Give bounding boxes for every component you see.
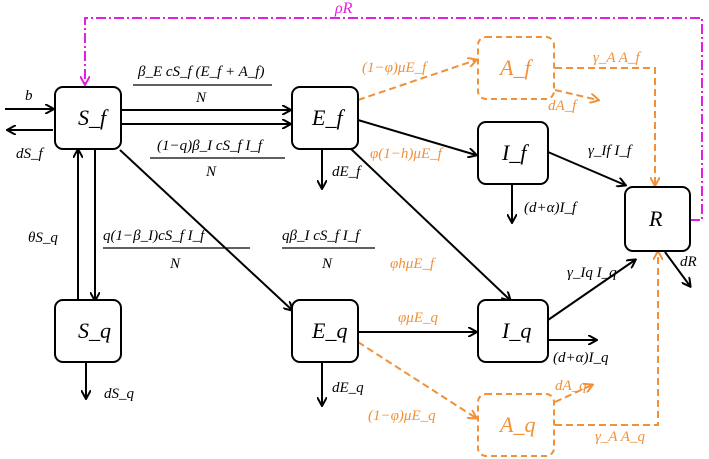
gammaAAf-label: γ_A A_f <box>593 50 641 66</box>
node-R-label: R <box>648 206 663 231</box>
b-label: b <box>25 88 33 104</box>
betaE-denom: N <box>195 90 207 106</box>
gammaIqIq-label: γ_Iq I_q <box>567 265 617 281</box>
node-Sf-label: S_f <box>78 105 109 130</box>
oneMinusPhiEf-label: (1−φ)μE_f <box>362 60 428 76</box>
node-Iq <box>477 299 549 363</box>
gammaIfIf-arrow <box>547 151 625 185</box>
oneMinusPhiEf-arrow <box>357 60 476 101</box>
node-Sq <box>54 299 122 363</box>
node-Eq <box>291 299 359 363</box>
node-If <box>477 121 549 185</box>
node-Iq-label: I_q <box>501 318 531 343</box>
phiH-label: φhμE_f <box>390 256 436 272</box>
dEq-label: dE_q <box>332 380 364 396</box>
qBeta-denom: N <box>321 256 333 272</box>
phiH-arrow <box>349 147 510 300</box>
node-Ef <box>291 86 359 150</box>
rhoR-label: ρR <box>334 0 353 17</box>
dR-arrow <box>664 251 690 286</box>
gammaAAf-arrow <box>555 67 655 185</box>
node-Sq-label: S_q <box>78 318 111 343</box>
gammaAAq-arrow <box>555 252 658 426</box>
dAq-arrow <box>554 385 592 403</box>
dAlphaIq-label: (d+α)I_q <box>553 350 609 366</box>
node-Eq-label: E_q <box>311 318 347 343</box>
node-Af-label: A_f <box>498 55 533 80</box>
oneMinusQ-denom: N <box>205 164 217 180</box>
oneMinusQ-label: (1−q)β_I cS_f I_f <box>157 138 264 154</box>
thetaSq-label: θS_q <box>28 230 58 246</box>
node-R <box>624 186 691 252</box>
betaE-label: β_E cS_f (E_f + A_f) <box>137 64 264 80</box>
dAlphaIf-label: (d+α)I_f <box>524 200 578 216</box>
dAf-label: dA_f <box>548 98 578 114</box>
gammaIqIq-arrow <box>547 260 635 321</box>
dSq-label: dS_q <box>104 386 135 402</box>
qOneMinusBeta-denom: N <box>169 256 181 272</box>
node-Ef-label: E_f <box>311 105 345 130</box>
node-If-label: I_f <box>501 140 529 165</box>
oneMinusPhiEq-arrow <box>357 341 476 418</box>
dAf-arrow <box>554 89 598 100</box>
dR-label: dR <box>680 254 697 270</box>
qOneMinusBeta-label: q(1−β_I)cS_f I_f <box>103 228 206 244</box>
qBeta-arrow <box>119 149 292 310</box>
dSf-label: dS_f <box>16 146 45 162</box>
gammaIfIf-label: γ_If I_f <box>588 143 633 159</box>
phiOneMinusH-arrow <box>357 119 476 155</box>
oneMinusPhiEq-label: (1−φ)μE_q <box>368 408 436 424</box>
dAq-label: dA_q <box>555 378 587 394</box>
qBeta-label: qβ_I cS_f I_f <box>282 228 361 244</box>
phiOneMinusH-label: φ(1−h)μE_f <box>370 146 444 162</box>
rhoR-arrow <box>85 17 703 221</box>
phiMuEq-label: φμE_q <box>398 310 438 326</box>
dEf-label: dE_f <box>332 164 362 180</box>
node-Aq <box>477 393 555 457</box>
node-Af <box>477 36 555 100</box>
node-Sf <box>54 86 122 150</box>
gammaAAq-label: γ_A A_q <box>595 429 645 445</box>
node-Aq-label: A_q <box>498 412 535 437</box>
